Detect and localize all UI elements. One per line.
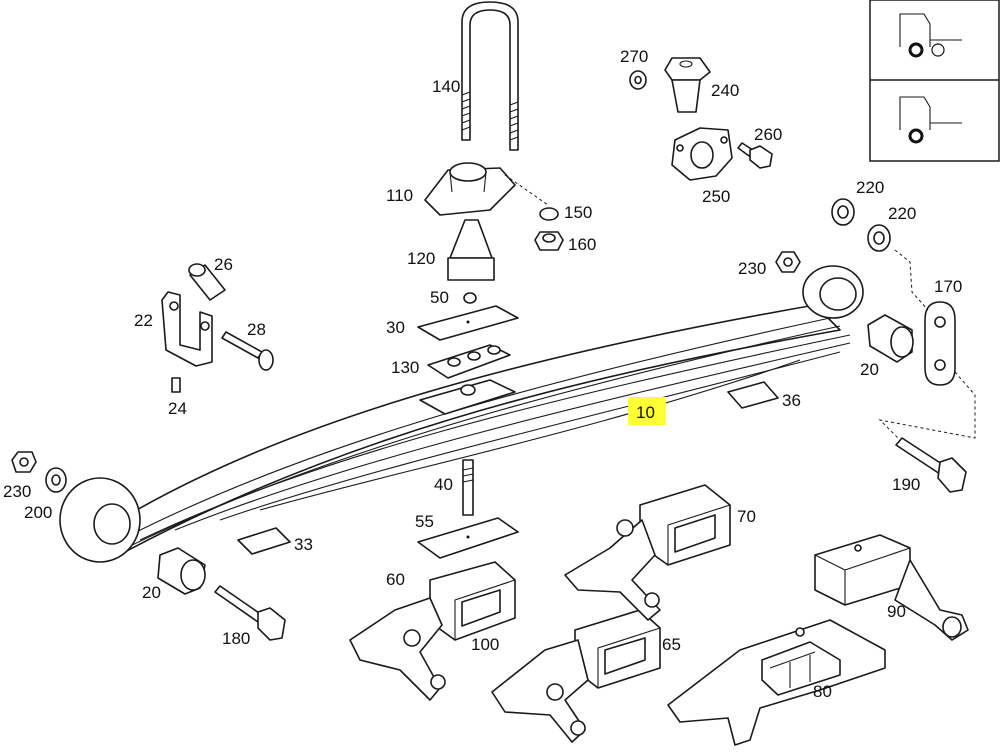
- label-40: 40: [434, 475, 453, 494]
- washer-220-a: [831, 198, 855, 226]
- spacer-130: [427, 344, 511, 379]
- bolt-28: [221, 331, 274, 371]
- label-65: 65: [662, 635, 681, 654]
- nut-160: [534, 231, 564, 251]
- label-36: 36: [782, 391, 801, 410]
- label-33: 33: [294, 535, 313, 554]
- callout-labels: 10 20 20 22 24 26 28 30 33 36 40 50 55 6…: [3, 47, 962, 701]
- bracket-80: [667, 619, 886, 746]
- label-190: 190: [892, 475, 920, 494]
- bracket-90: [814, 534, 969, 641]
- label-220-b: 220: [888, 204, 916, 223]
- label-90: 90: [887, 602, 906, 621]
- bolt-260: [737, 142, 773, 169]
- nut-230-left: [11, 451, 37, 473]
- label-28: 28: [247, 320, 266, 339]
- label-80: 80: [813, 682, 832, 701]
- pad-33: [237, 527, 291, 555]
- label-130: 130: [391, 358, 419, 377]
- label-250: 250: [702, 187, 730, 206]
- washer-270: [629, 70, 647, 90]
- label-220-a: 220: [856, 178, 884, 197]
- label-30: 30: [386, 318, 405, 337]
- leader-150: [504, 174, 549, 206]
- label-230-left: 230: [3, 482, 31, 501]
- washer-220-b: [867, 224, 891, 252]
- label-230-right: 230: [738, 259, 766, 278]
- label-55: 55: [415, 512, 434, 531]
- label-120: 120: [407, 249, 435, 268]
- link-plate-170: [924, 301, 956, 386]
- label-50: 50: [430, 288, 449, 307]
- u-bolt-140: [461, 1, 519, 151]
- plate-55: [417, 517, 519, 559]
- plate-30: [417, 305, 519, 341]
- spring-seat-110: [424, 162, 516, 216]
- vehicle-inset-panel: [869, 0, 1000, 162]
- truck-rear-axle-icon: [899, 96, 962, 144]
- label-160: 160: [568, 235, 596, 254]
- bolt-190: [895, 437, 967, 493]
- label-22: 22: [134, 311, 153, 330]
- label-60: 60: [386, 570, 405, 589]
- leader-170-190: [878, 371, 976, 441]
- label-240: 240: [711, 81, 739, 100]
- nut-230-right: [775, 251, 801, 273]
- bracket-60: [349, 561, 516, 701]
- label-100: 100: [471, 635, 499, 654]
- label-180: 180: [222, 629, 250, 648]
- bushing-20-left: [157, 547, 206, 595]
- grease-nipple-24: [171, 377, 181, 393]
- label-110: 110: [386, 186, 413, 205]
- label-270: 270: [620, 47, 648, 66]
- label-26: 26: [214, 255, 233, 274]
- label-20-left: 20: [142, 583, 161, 602]
- leaf-spring-10: [59, 265, 864, 563]
- label-150: 150: [564, 203, 592, 222]
- bracket-65: [491, 609, 661, 743]
- nut-50: [463, 292, 477, 304]
- highlight-10: [628, 397, 666, 425]
- label-20-right: 20: [860, 360, 879, 379]
- nut-150: [539, 207, 559, 221]
- label-10: 10: [636, 403, 655, 422]
- label-170: 170: [934, 277, 962, 296]
- label-200: 200: [24, 503, 52, 522]
- bracket-70: [564, 484, 731, 621]
- rubber-stop-240: [664, 57, 711, 113]
- bushing-20-right: [867, 314, 914, 363]
- bolt-180: [214, 585, 286, 641]
- bump-stop-120: [447, 219, 495, 281]
- pad-36: [727, 381, 779, 409]
- label-140: 140: [432, 77, 460, 96]
- label-260: 260: [754, 125, 782, 144]
- center-bolt-nut: [460, 384, 476, 396]
- washer-200: [45, 467, 67, 493]
- shackle-22: [161, 291, 213, 367]
- bolt-40: [462, 459, 474, 516]
- label-24: 24: [168, 399, 187, 418]
- label-70: 70: [737, 507, 756, 526]
- bracket-250: [671, 127, 733, 181]
- truck-front-axle-icon: [899, 13, 962, 58]
- bushing-26: [188, 263, 226, 301]
- leader-220-170: [894, 249, 929, 311]
